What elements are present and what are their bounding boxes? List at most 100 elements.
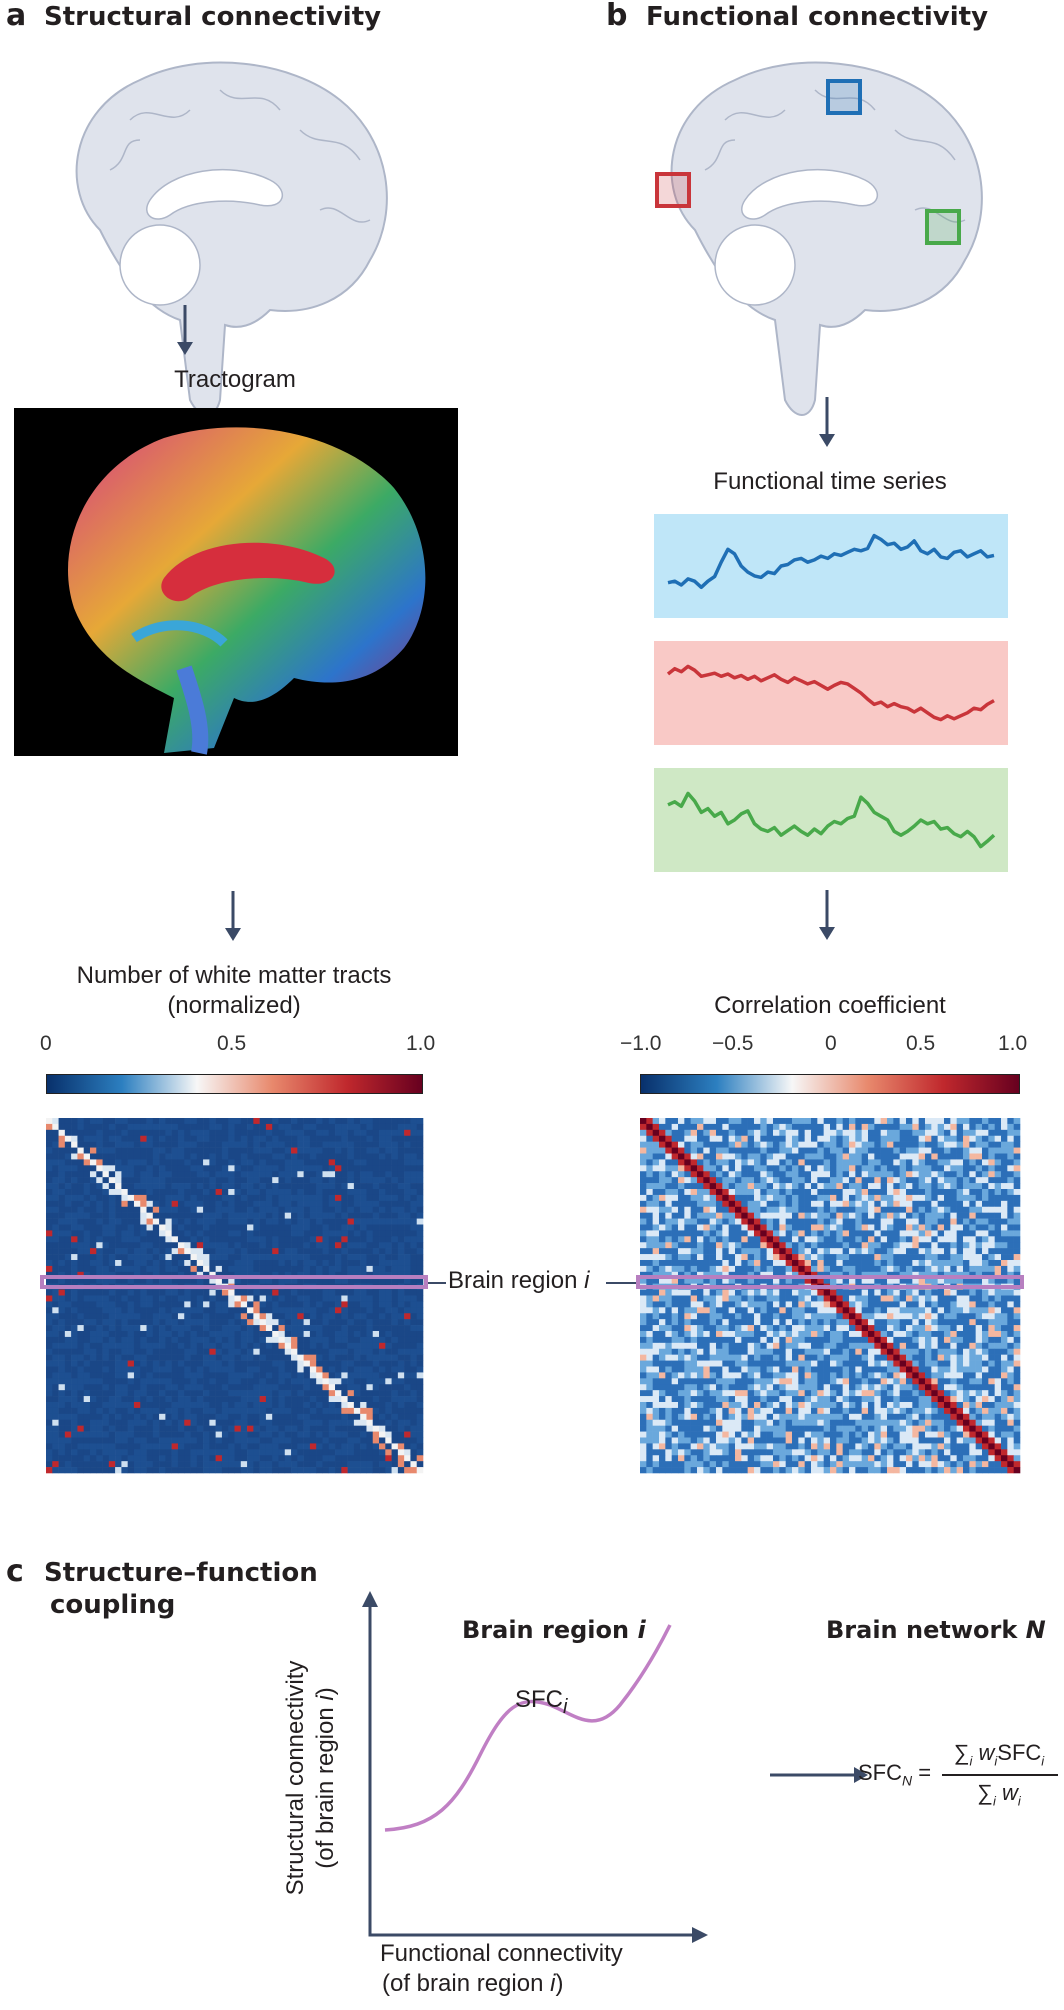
matrix-cell	[912, 1230, 919, 1237]
matrix-cell	[171, 1301, 179, 1308]
matrix-cell	[665, 1183, 672, 1190]
matrix-cell	[874, 1123, 881, 1131]
matrix-cell	[58, 1360, 66, 1367]
matrix-cell	[234, 1455, 242, 1462]
matrix-cell	[278, 1200, 286, 1208]
matrix-cell	[703, 1236, 710, 1243]
matrix-cell	[811, 1159, 818, 1166]
matrix-cell	[416, 1425, 424, 1432]
matrix-cell	[146, 1289, 154, 1296]
matrix-cell	[177, 1413, 185, 1421]
matrix-cell	[410, 1360, 418, 1367]
matrix-cell	[215, 1360, 223, 1367]
matrix-cell	[196, 1224, 204, 1231]
matrix-cell	[328, 1396, 336, 1403]
matrix-cell	[171, 1295, 179, 1302]
matrix-cell	[64, 1443, 72, 1450]
matrix-cell	[133, 1123, 141, 1131]
matrix-cell	[297, 1336, 304, 1344]
matrix-cell	[335, 1159, 342, 1166]
matrix-cell	[152, 1384, 160, 1391]
matrix-cell	[728, 1248, 736, 1255]
matrix-cell	[640, 1177, 647, 1184]
matrix-cell	[842, 1218, 850, 1225]
matrix-cell	[121, 1396, 128, 1403]
matrix-cell	[83, 1147, 91, 1154]
matrix-cell	[140, 1407, 147, 1415]
matrix-cell	[416, 1384, 424, 1391]
matrix-cell	[165, 1378, 172, 1385]
matrix-cell	[121, 1443, 128, 1450]
matrix-cell	[360, 1260, 367, 1267]
matrix-cell	[830, 1159, 837, 1166]
matrix-cell	[247, 1419, 254, 1426]
matrix-cell	[52, 1230, 59, 1237]
matrix-cell	[127, 1301, 135, 1308]
matrix-cell	[849, 1123, 856, 1131]
matrix-cell	[159, 1147, 166, 1154]
matrix-cell	[697, 1147, 704, 1154]
matrix-cell	[278, 1254, 286, 1261]
matrix-cell	[893, 1147, 900, 1154]
matrix-cell	[203, 1467, 210, 1474]
matrix-cell	[868, 1171, 875, 1178]
matrix-cell	[96, 1354, 103, 1361]
matrix-cell	[709, 1230, 717, 1237]
matrix-cell	[754, 1224, 761, 1231]
matrix-cell	[322, 1194, 330, 1202]
matrix-cell	[868, 1189, 875, 1196]
matrix-cell	[956, 1200, 964, 1208]
matrix-cell	[77, 1449, 84, 1456]
matrix-cell	[975, 1206, 983, 1213]
matrix-cell	[391, 1455, 399, 1462]
matrix-cell	[77, 1159, 84, 1166]
matrix-cell	[925, 1242, 932, 1249]
matrix-cell	[228, 1212, 235, 1219]
matrix-cell	[133, 1200, 141, 1208]
matrix-cell	[849, 1183, 856, 1190]
matrix-cell	[830, 1218, 837, 1225]
matrix-cell	[309, 1212, 317, 1219]
matrix-cell	[366, 1342, 374, 1350]
matrix-cell	[215, 1224, 223, 1231]
matrix-cell	[240, 1200, 248, 1208]
matrix-cell	[265, 1437, 273, 1444]
matrix-cell	[842, 1118, 850, 1125]
matrix-cell	[716, 1248, 723, 1255]
matrix-cell	[64, 1402, 72, 1409]
matrix-cell	[284, 1449, 292, 1456]
matrix-cell	[108, 1206, 116, 1213]
matrix-cell	[798, 1165, 805, 1172]
matrix-cell	[102, 1348, 110, 1355]
matrix-cell	[918, 1135, 926, 1142]
matrix-cell	[391, 1354, 399, 1361]
matrix-cell	[366, 1461, 374, 1468]
matrix-cell	[309, 1331, 317, 1338]
matrix-cell	[842, 1206, 850, 1213]
matrix-cell	[347, 1147, 355, 1154]
matrix-cell	[804, 1147, 812, 1154]
matrix-cell	[58, 1177, 66, 1184]
matrix-cell	[823, 1189, 831, 1196]
matrix-cell	[404, 1218, 411, 1225]
matrix-cell	[341, 1413, 348, 1421]
matrix-cell	[89, 1419, 97, 1426]
matrix-cell	[1013, 1147, 1021, 1154]
matrix-cell	[887, 1147, 894, 1154]
matrix-cell	[372, 1325, 380, 1332]
matrix-cell	[297, 1461, 304, 1468]
matrix-cell	[177, 1402, 185, 1409]
matrix-cell	[416, 1295, 424, 1302]
matrix-cell	[77, 1360, 84, 1367]
matrix-cell	[127, 1248, 135, 1255]
matrix-cell	[804, 1248, 812, 1255]
matrix-cell	[303, 1378, 311, 1385]
matrix-cell	[259, 1443, 267, 1450]
matrix-cell	[353, 1384, 361, 1391]
matrix-cell	[322, 1218, 330, 1225]
matrix-cell	[379, 1289, 386, 1296]
matrix-cell	[177, 1236, 185, 1243]
matrix-cell	[322, 1396, 330, 1403]
matrix-cell	[716, 1236, 723, 1243]
matrix-cell	[640, 1153, 647, 1160]
